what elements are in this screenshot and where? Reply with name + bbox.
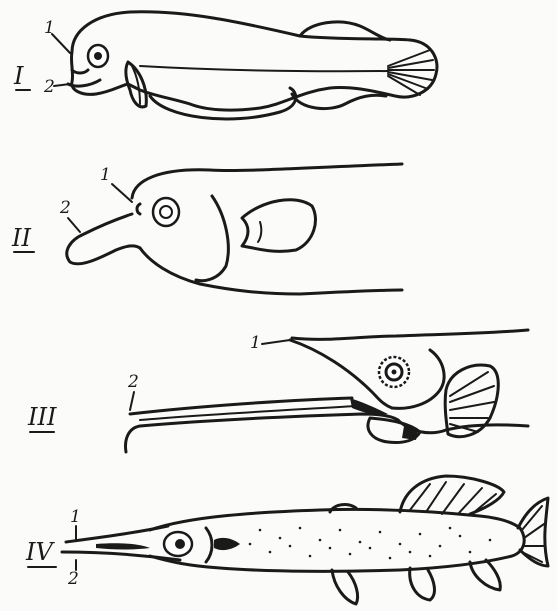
stage-3-lower-jaw-bottom [126, 414, 398, 452]
stage-3-label-lower: 2 [127, 372, 139, 392]
stage-1-label-lower: 2 [43, 77, 55, 97]
stage-1-pupil [94, 52, 102, 60]
stage-2-eye [153, 198, 179, 226]
stage-3-numeral: III [27, 403, 57, 431]
stage-2-head-outline [132, 164, 402, 198]
stage-1-numeral: I [13, 62, 24, 90]
stage-4-gill-mark [214, 538, 240, 550]
stage-4-label-upper: 1 [70, 507, 81, 527]
stage-3-leader-lower [130, 392, 134, 410]
stage-1-pectoral-fin [126, 62, 146, 107]
stage-4-label-lower: 2 [67, 569, 79, 589]
stage-2-pectoral-fin [242, 200, 315, 252]
stage-4-anal-fin [410, 568, 435, 600]
stage-4-numeral: IV [25, 538, 55, 566]
stage-2-label-upper: 1 [100, 165, 111, 185]
stage-4-operculum [206, 528, 212, 562]
stage-3-label-upper: 1 [250, 333, 261, 353]
stage-3-dorsal-line [292, 330, 528, 339]
stage-1-upper-jaw [72, 70, 88, 73]
stage-2-throat [140, 248, 402, 294]
stage-4-pupil [175, 539, 185, 549]
stage-2-leader-lower [68, 218, 80, 232]
stage-3-lower-jaw-top [130, 398, 352, 414]
stage-1-caudal-rays [388, 50, 434, 95]
stage-4-dorsal-fin [400, 476, 504, 514]
stage-3-juvenile: III 1 2 [27, 330, 528, 452]
stage-2-leader-upper [112, 184, 132, 202]
stage-1-notochord [140, 66, 388, 71]
stage-1-larva: I 1 2 [13, 12, 437, 119]
stage-2-larva: II 1 2 [11, 164, 402, 294]
stage-4-speckles [249, 527, 492, 560]
stage-3-leader-upper [262, 340, 290, 344]
stage-2-nostril [137, 204, 140, 214]
stage-3-pupil [392, 370, 397, 375]
stage-1-finfold-lower [292, 94, 386, 109]
stage-4-gape [96, 543, 150, 549]
stage-2-label-lower: 2 [59, 198, 71, 218]
stage-2-lower-jaw [67, 214, 140, 264]
stage-2-numeral: II [11, 224, 31, 252]
stage-1-leader-upper [52, 34, 70, 53]
stage-2-gill-outline [196, 196, 228, 281]
stage-4-juvenile: IV 1 2 [25, 476, 548, 604]
stage-4-pelvic-fin [332, 570, 358, 604]
